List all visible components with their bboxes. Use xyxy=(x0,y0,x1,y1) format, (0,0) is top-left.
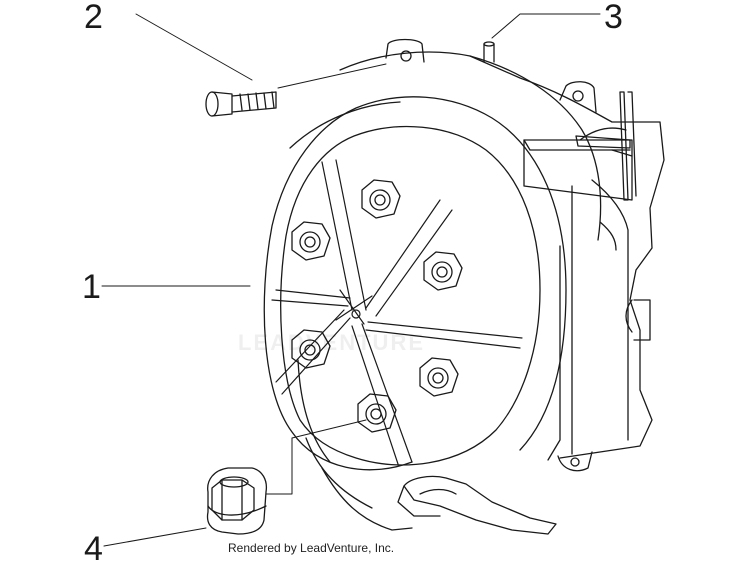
callout-3: 3 xyxy=(604,0,623,36)
mounting-ear-top-right xyxy=(559,81,597,113)
callout-1: 1 xyxy=(82,268,101,306)
nut-upper-left xyxy=(291,221,331,261)
mounting-ear-top-left xyxy=(385,38,425,63)
nut-top xyxy=(361,179,401,219)
leader-3 xyxy=(491,13,601,39)
leader-2 xyxy=(135,13,253,81)
callout-2: 2 xyxy=(84,0,103,36)
flange-nut xyxy=(206,467,268,535)
shroud-body xyxy=(339,51,665,472)
cover-nuts xyxy=(291,179,463,433)
credit-text: Rendered by LeadVenture, Inc. xyxy=(228,541,395,555)
side-bracket xyxy=(523,91,637,201)
locator-pin xyxy=(483,41,495,63)
leader-4b xyxy=(265,419,367,495)
nut-upper-right xyxy=(423,251,463,291)
leader-4 xyxy=(103,527,207,547)
watermark: LEADVENTURE xyxy=(238,330,426,355)
nut-lower-left xyxy=(291,329,331,369)
fan-cover xyxy=(263,96,567,531)
leader-2b xyxy=(277,63,387,89)
lower-guard xyxy=(397,475,557,535)
screw xyxy=(205,91,277,117)
nut-lower-right xyxy=(419,357,459,397)
callout-4: 4 xyxy=(84,530,103,562)
nut-bottom xyxy=(357,393,397,433)
leader-lines xyxy=(101,13,601,547)
